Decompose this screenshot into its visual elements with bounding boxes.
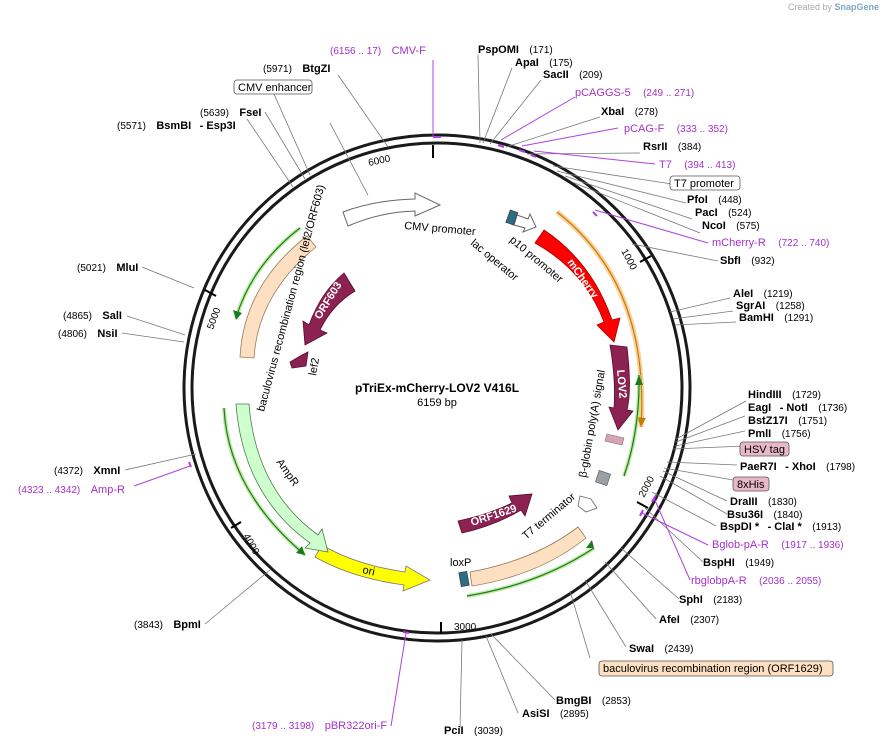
plasmid-name: pTriEx-mCherry-LOV2 V416L [355, 381, 519, 395]
site-rsrii[interactable]: RsrII (384) [643, 137, 701, 154]
site-pcii[interactable]: PciI (3039) [444, 721, 503, 738]
bac-orf1629-band[interactable] [469, 526, 587, 587]
site-sacii[interactable]: SacII (209) [543, 65, 603, 82]
hsv-tag-marker[interactable] [604, 433, 625, 446]
site-pmli[interactable]: PmlI (1756) [748, 424, 811, 441]
ampr-arrow[interactable] [235, 403, 329, 553]
primer-rbglobpar[interactable]: rbglobpA-R (2036 .. 2055) [691, 571, 821, 588]
site-xbai[interactable]: XbaI (278) [601, 102, 658, 119]
snapgene-logo: SnapGene [834, 2, 879, 12]
site-asisi[interactable]: AsiSI (2895) [522, 704, 589, 721]
site-afei[interactable]: AfeI (2307) [659, 610, 719, 627]
ori-label: ori [361, 564, 375, 578]
primer-pcaggs5[interactable]: pCAGGS-5 (249 .. 271) [575, 83, 694, 100]
his-tag-label[interactable]: 8xHis [737, 479, 765, 491]
site-nsii[interactable]: (4806) NsiI [58, 324, 118, 341]
site-sali[interactable]: (4865) SalI [63, 306, 122, 323]
site-bamhi[interactable]: BamHI (1291) [739, 308, 813, 325]
site-bsmbi[interactable]: (5571) BsmBI - Esp3I [117, 116, 236, 133]
site-mlui[interactable]: (5021) MluI [77, 258, 138, 275]
primer-cmvf[interactable]: (6156 .. 17) CMV-F [330, 41, 426, 58]
site-sgrai[interactable]: SgrAI (1258) [736, 296, 805, 313]
site-labels: PspOMI (171) ApaI (175) SacII (209) XbaI… [54, 40, 855, 738]
site-pfoi[interactable]: PfoI (448) [687, 190, 742, 207]
loxp-box[interactable] [458, 570, 470, 588]
site-paci[interactable]: PacI (524) [695, 203, 751, 220]
site-sphi[interactable]: SphI (2183) [679, 590, 742, 607]
t7-terminator-arrow[interactable] [577, 495, 598, 513]
lov2-arrow[interactable] [608, 344, 634, 431]
site-ncoi[interactable]: NcoI (575) [702, 216, 760, 233]
loxp-label: loxP [450, 557, 471, 569]
primer-pcagf[interactable]: pCAG-F (333 .. 352) [624, 119, 728, 136]
ori-arrow[interactable] [314, 544, 431, 592]
tick-1000: 1000 [618, 247, 638, 272]
orf1629-label: ORF1629 [469, 503, 518, 529]
orf603-arrow[interactable] [302, 272, 356, 346]
cmv-promoter-arrow[interactable] [342, 192, 442, 227]
bac-lef2-band[interactable] [239, 235, 317, 359]
site-swai[interactable]: SwaI (2439) [629, 639, 693, 656]
site-apai[interactable]: ApaI (175) [515, 53, 573, 70]
tick-2000: 2000 [637, 474, 657, 499]
site-bsphi[interactable]: BspHI (1949) [703, 553, 774, 570]
p10-promoter-arrow[interactable] [513, 212, 537, 233]
site-pspomi[interactable]: PspOMI (171) [478, 40, 553, 57]
ampr-direction [223, 407, 306, 556]
lov2-label: LOV2 [614, 369, 628, 399]
primer-t7[interactable]: T7 (394 .. 413) [659, 155, 735, 172]
primer-labels: (6156 .. 17) CMV-F pCAGGS-5 (249 .. 271)… [18, 41, 844, 733]
primer-pbr322orif[interactable]: (3179 .. 3198) pBR322ori-F [252, 716, 387, 733]
beta-globin-label: β-globin poly(A) signal [577, 369, 608, 478]
lef2-arrow[interactable] [289, 351, 309, 369]
t7-promoter-label[interactable]: T7 promoter [674, 178, 734, 190]
primer-ampr[interactable]: (4323 .. 4342) Amp-R [18, 480, 125, 497]
mcherry-label: mCherry [565, 257, 601, 302]
backbone [182, 133, 692, 643]
site-bspdi[interactable]: BspDI * - ClaI * (1913) [720, 517, 841, 534]
mcherry-arrow[interactable] [534, 229, 621, 343]
cmv-enhancer-label[interactable]: CMV enhancer [238, 82, 312, 94]
his-tag-marker[interactable] [595, 470, 611, 486]
site-bsu36i[interactable]: Bsu36I (1840) [727, 505, 802, 522]
site-bpmi[interactable]: (3843) BpmI [134, 615, 201, 632]
hsv-tag-label[interactable]: HSV tag [744, 444, 785, 456]
site-draiii[interactable]: DraIII (1830) [730, 492, 797, 509]
tick-3000: 3000 [454, 622, 477, 633]
ampr-label: AmpR [274, 457, 301, 489]
site-fsei[interactable]: (5639) FseI [200, 103, 261, 120]
boxed-labels: CMV enhancer T7 promoter HSV tag 8xHis b… [233, 79, 834, 677]
orf1629-arrow[interactable] [457, 493, 533, 534]
site-eagi[interactable]: EagI - NotI (1736) [748, 398, 847, 415]
bac-lef2-direction [235, 227, 301, 319]
primer-mcherryr[interactable]: mCherry-R (722 .. 740) [712, 233, 829, 250]
tick-6000: 6000 [367, 153, 391, 168]
plasmid-size: 6159 bp [417, 397, 457, 409]
cmv-promoter-label: CMV promoter [404, 220, 477, 238]
site-xmni[interactable]: (4372) XmnI [54, 461, 120, 478]
site-alei[interactable]: AleI (1219) [733, 284, 793, 301]
center-title: pTriEx-mCherry-LOV2 V416L 6159 bp [355, 381, 519, 409]
credit-prefix: Created by [787, 2, 832, 12]
site-bmgbi[interactable]: BmgBI (2853) [556, 691, 631, 708]
bac-orf1629-label[interactable]: baculovirus recombination region (ORF162… [603, 663, 823, 675]
tick-5000: 5000 [205, 306, 223, 331]
site-sbfi[interactable]: SbfI (932) [720, 251, 775, 268]
site-paer7i[interactable]: PaeR7I - XhoI (1798) [740, 457, 855, 474]
lef2-label: lef2 [307, 357, 322, 377]
snapgene-credit: Created by SnapGene [788, 2, 879, 12]
site-btgzi[interactable]: (5971) BtgZI [263, 59, 330, 76]
leader-lines [121, 54, 747, 729]
site-bstz17i[interactable]: BstZ17I (1751) [748, 411, 827, 428]
site-hindiii[interactable]: HindIII (1729) [748, 385, 821, 402]
lac-operator-box[interactable] [505, 209, 519, 226]
primer-bglobpar[interactable]: Bglob-pA-R (1917 .. 1936) [712, 535, 844, 552]
